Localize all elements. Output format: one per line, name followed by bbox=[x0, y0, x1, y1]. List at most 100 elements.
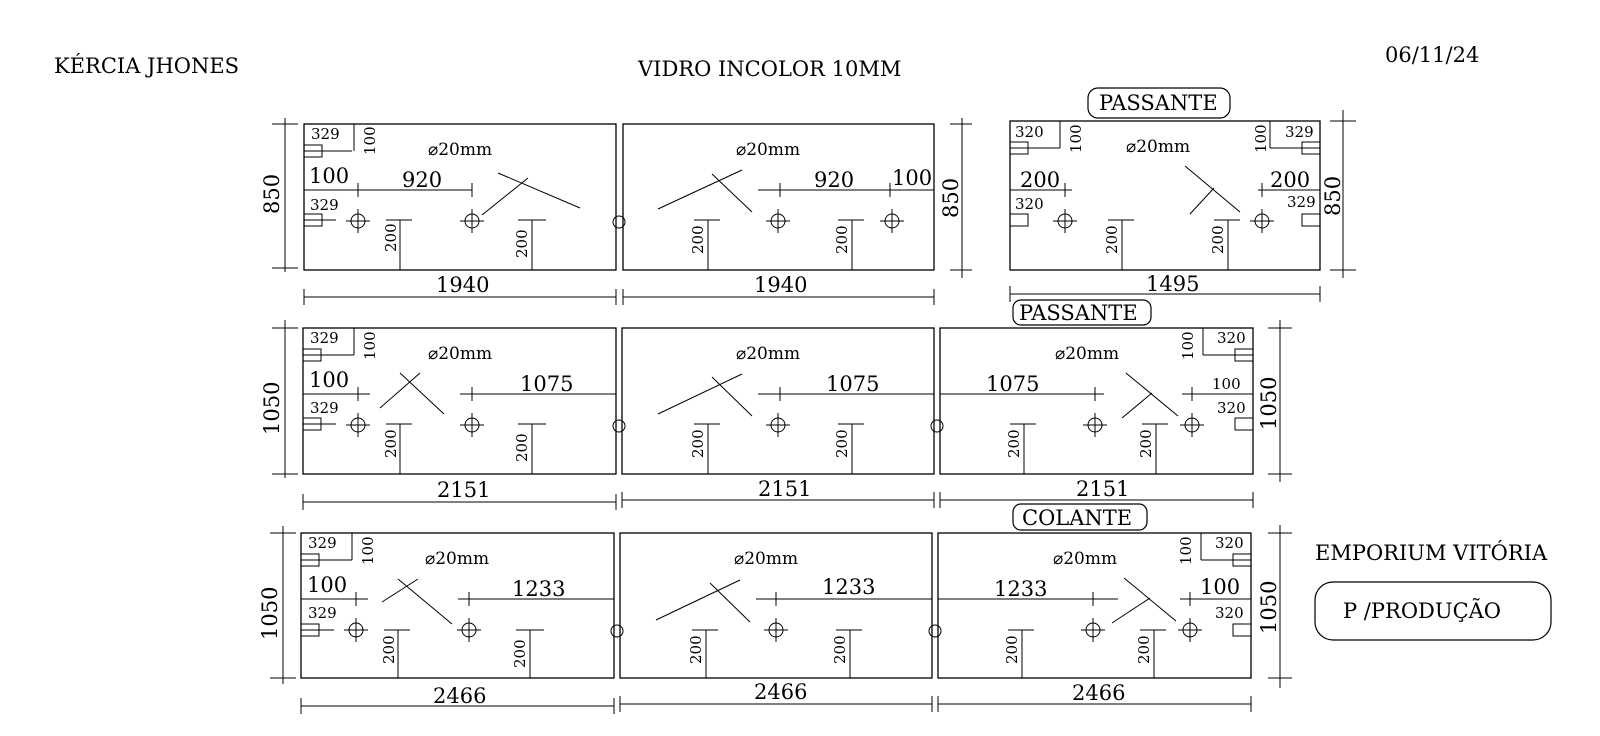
hinge-width-dim: 329 bbox=[308, 604, 337, 622]
hole-diameter-label: ⌀20mm bbox=[734, 549, 798, 569]
panel-outline bbox=[621, 327, 935, 475]
width-dim: 2466 bbox=[1072, 681, 1125, 705]
post-dim: 200 bbox=[513, 229, 531, 258]
panel-outline bbox=[300, 532, 615, 679]
row-1: 850 329 100 100 920 329 ⌀20mm bbox=[260, 87, 1356, 305]
width-dim: 2151 bbox=[758, 477, 811, 501]
post-dim: 200 bbox=[1003, 635, 1021, 664]
post-dim: 200 bbox=[513, 433, 531, 462]
width-dim: 2151 bbox=[437, 478, 490, 502]
row-tag: COLANTE bbox=[1022, 506, 1132, 530]
span-dim: 1233 bbox=[512, 577, 565, 601]
hinge-width-dim: 320 bbox=[1217, 399, 1246, 417]
hinge-height-dim: 100 bbox=[1177, 536, 1195, 565]
client-name: KÉRCIA JHONES bbox=[54, 54, 239, 78]
joint-connector bbox=[612, 215, 626, 229]
handle-line bbox=[655, 579, 741, 621]
hole-diameter-label: ⌀20mm bbox=[736, 140, 800, 160]
glass-panel: ⌀20mm 1075 100 200 200 100 320 bbox=[939, 327, 1254, 508]
hinge-mark bbox=[1301, 213, 1321, 227]
post-dim: 200 bbox=[380, 635, 398, 664]
post-dim: 200 bbox=[689, 429, 707, 458]
hinge-height-dim: 100 bbox=[361, 331, 379, 360]
height-dim-right: 1050 bbox=[1257, 581, 1281, 634]
handle-line bbox=[1123, 577, 1177, 622]
material-title: VIDRO INCOLOR 10MM bbox=[637, 57, 901, 81]
post-dim: 200 bbox=[511, 639, 529, 668]
post-dim: 200 bbox=[689, 225, 707, 254]
panel-outline bbox=[302, 327, 617, 475]
post-dim: 200 bbox=[1103, 225, 1121, 254]
drawing-date: 06/11/24 bbox=[1385, 43, 1479, 67]
glass-panel: 329 100 ⌀20mm 100 1075 329 200 bbox=[302, 327, 617, 510]
height-dim-right: 850 bbox=[939, 178, 963, 218]
joint-connector bbox=[930, 419, 944, 433]
height-dim-left: 1050 bbox=[260, 382, 284, 435]
edge-dim: 100 bbox=[1212, 375, 1241, 393]
hinge-mark bbox=[1009, 213, 1029, 227]
hinge-mark bbox=[1301, 141, 1321, 155]
span-dim: 1075 bbox=[986, 372, 1039, 396]
hinge-mark bbox=[1234, 417, 1254, 431]
width-dim: 2466 bbox=[433, 684, 486, 708]
hinge-mark bbox=[303, 144, 323, 158]
panel-outline bbox=[937, 532, 1252, 679]
joint-connector bbox=[612, 419, 626, 433]
hinge-height-dim: 100 bbox=[1252, 124, 1270, 153]
span-dim: 1075 bbox=[520, 372, 573, 396]
handle-line bbox=[497, 172, 581, 209]
glass-panel: ⌀20mm 1075 200 200 2151 bbox=[621, 327, 935, 508]
post-dim: 200 bbox=[831, 635, 849, 664]
handle-line bbox=[381, 578, 419, 603]
edge-dim: 100 bbox=[309, 164, 349, 188]
handle-line bbox=[711, 173, 753, 213]
width-dim: 1940 bbox=[436, 273, 489, 297]
hole-diameter-label: ⌀20mm bbox=[428, 344, 492, 364]
hole-diameter-label: ⌀20mm bbox=[428, 140, 492, 160]
hinge-width-dim: 329 bbox=[310, 399, 339, 417]
hinge-width-dim: 320 bbox=[1015, 195, 1044, 213]
edge-dim: 100 bbox=[1200, 575, 1240, 599]
height-dim-left: 850 bbox=[260, 174, 284, 214]
glass-panel-passante: PASSANTE 320 100 ⌀20mm 200 320 200 200 bbox=[1009, 87, 1356, 302]
handle-line bbox=[711, 376, 753, 417]
panel-outline bbox=[1009, 120, 1321, 271]
hinge-mark bbox=[302, 348, 322, 362]
glass-panel: 329 100 ⌀20mm 100 1233 329 200 bbox=[300, 532, 615, 714]
span-dim: 1233 bbox=[994, 577, 1047, 601]
row-tag: PASSANTE bbox=[1019, 301, 1138, 325]
edge-dim: 100 bbox=[307, 573, 347, 597]
post-dim: 200 bbox=[1005, 429, 1023, 458]
hinge-height-dim: 100 bbox=[1179, 331, 1197, 360]
edge-dim: 200 bbox=[1020, 168, 1060, 192]
hinge-height-dim: 100 bbox=[361, 126, 379, 155]
glass-panel: ⌀20mm 1233 100 200 200 100 320 bbox=[937, 532, 1252, 712]
edge-dim: 200 bbox=[1270, 168, 1310, 192]
height-dim: 850 bbox=[1321, 176, 1345, 216]
hinge-width-dim: 329 bbox=[1285, 123, 1314, 141]
hinge-mark bbox=[1234, 348, 1254, 362]
handle-line bbox=[657, 169, 743, 210]
row-2: PASSANTE 1050 329 100 ⌀20mm 100 1075 329 bbox=[260, 299, 1292, 510]
hinge-width-dim: 320 bbox=[1215, 534, 1244, 552]
hole-diameter-label: ⌀20mm bbox=[1126, 137, 1190, 157]
width-dim: 1495 bbox=[1146, 272, 1199, 296]
width-dim: 2466 bbox=[754, 680, 807, 704]
hinge-height-dim: 100 bbox=[359, 536, 377, 565]
panel-outline bbox=[303, 123, 617, 271]
post-dim: 200 bbox=[1135, 635, 1153, 664]
hinge-width-dim: 320 bbox=[1015, 123, 1044, 141]
post-dim: 200 bbox=[833, 429, 851, 458]
hinge-mark bbox=[1009, 141, 1029, 155]
hole-diameter-label: ⌀20mm bbox=[425, 549, 489, 569]
handle-line bbox=[399, 372, 445, 415]
glass-panel: ⌀20mm 1233 200 200 2466 bbox=[619, 532, 933, 712]
joint-connector bbox=[610, 624, 624, 638]
span-dim: 920 bbox=[814, 168, 854, 192]
hinge-mark bbox=[1232, 623, 1252, 637]
hinge-mark bbox=[300, 553, 320, 567]
post-dim: 200 bbox=[1209, 225, 1227, 254]
production-stamp-box bbox=[1314, 581, 1552, 641]
panel-tag: PASSANTE bbox=[1099, 91, 1218, 115]
